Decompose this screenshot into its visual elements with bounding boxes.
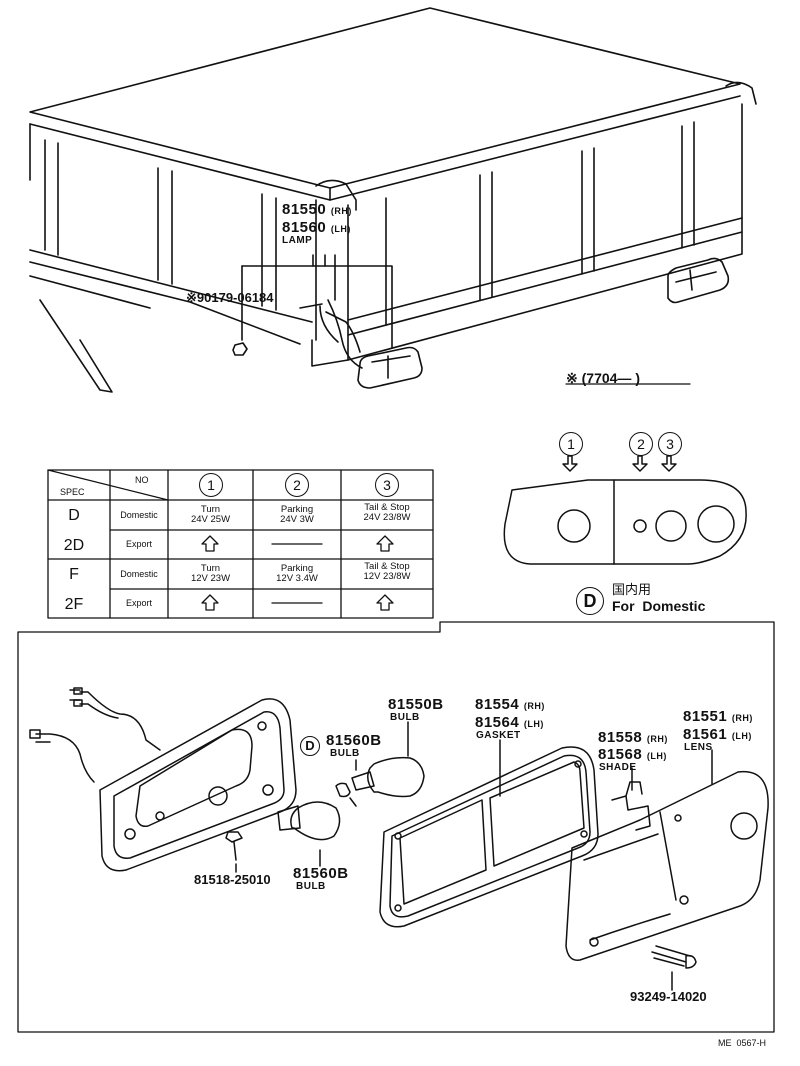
col-number-3: 3: [375, 473, 399, 497]
f-tail-stop-value: 12V 23/8W: [363, 570, 411, 582]
lamp-rh-side: (RH): [330, 206, 352, 216]
col-number-1: 1: [199, 473, 223, 497]
bulb-domestic-mark: D: [300, 736, 320, 756]
f-parking: Parking 12V 3.4W: [253, 564, 341, 584]
market-export-2f: Export: [125, 598, 152, 608]
screw-part-number: 93249-14020: [630, 989, 707, 1004]
f-turn-label: Turn: [200, 563, 221, 574]
bulb-bottom-part-number: 81560B: [293, 865, 349, 882]
exploded-view-frame: [17, 621, 775, 1033]
f-turn-value: 12V 23W: [190, 572, 231, 584]
shade-lh-side: (LH): [646, 751, 667, 761]
f-tail-stop: Tail & Stop 12V 23/8W: [341, 562, 433, 582]
d-turn: Turn 24V 25W: [168, 505, 253, 525]
gasket-lh-part-number: 81564 (LH): [475, 715, 544, 730]
bulb-top-part-number: 81550B: [388, 696, 444, 713]
lens-lh-number: 81561: [683, 726, 728, 743]
spec-f: F: [69, 566, 79, 583]
shade-lh-part-number: 81568 (LH): [598, 747, 667, 762]
d-tail-stop-label: Tail & Stop: [364, 502, 410, 513]
serial-number-note: ※ (7704— ): [566, 370, 640, 386]
shade-rh-number: 81558: [598, 729, 643, 746]
bulb-domestic-part-number: 81560B: [326, 732, 382, 749]
clip-part-number: 81518-25010: [194, 872, 271, 887]
gasket-name: GASKET: [476, 730, 521, 741]
spec-2d: 2D: [63, 537, 85, 554]
lens-lh-part-number: 81561 (LH): [683, 727, 752, 742]
lamp-name: LAMP: [282, 235, 313, 246]
market-export-2d: Export: [125, 539, 152, 549]
lamp-rh-part-number: 81550 (RH): [282, 202, 352, 217]
lamp-rh-number: 81550: [282, 201, 327, 218]
lens-front-view: [503, 455, 747, 565]
d-turn-value: 24V 25W: [190, 513, 231, 525]
lamp-lh-side: (LH): [330, 224, 351, 234]
market-domestic-d: Domestic: [120, 510, 158, 520]
same-as-above-arrow-icons: [201, 535, 394, 611]
market-domestic-f: Domestic: [120, 569, 158, 579]
f-parking-label: Parking: [280, 563, 314, 574]
f-turn: Turn 12V 23W: [168, 564, 253, 584]
footer-code: ME 0567-H: [718, 1038, 767, 1048]
table-header-spec: SPEC: [60, 487, 85, 497]
d-parking-label: Parking: [280, 504, 314, 515]
domestic-japanese-label: 国内用: [612, 582, 652, 597]
lens-marker-3: 3: [658, 432, 682, 456]
truck-bed-illustration: [29, 7, 757, 393]
lens-marker-2: 2: [629, 432, 653, 456]
gasket-rh-part-number: 81554 (RH): [475, 697, 545, 712]
d-tail-stop: Tail & Stop 24V 23/8W: [341, 503, 433, 523]
d-tail-stop-value: 24V 23/8W: [363, 511, 411, 523]
lamp-lh-number: 81560: [282, 219, 327, 236]
shade-rh-side: (RH): [646, 734, 668, 744]
lens-lh-side: (LH): [731, 731, 752, 741]
f-tail-stop-label: Tail & Stop: [364, 561, 410, 572]
f-parking-value: 12V 3.4W: [276, 572, 318, 584]
nut-part-number: ※90179-06184: [186, 290, 274, 305]
d-parking: Parking 24V 3W: [253, 505, 341, 525]
lens-rh-part-number: 81551 (RH): [683, 709, 753, 724]
col-number-2: 2: [285, 473, 309, 497]
lens-marker-1: 1: [559, 432, 583, 456]
gasket-lh-side: (LH): [523, 719, 544, 729]
d-turn-label: Turn: [200, 504, 221, 515]
bulb-spec-table: [47, 469, 434, 619]
domestic-english-label: For Domestic: [612, 598, 706, 614]
shade-name: SHADE: [599, 762, 637, 773]
bulb-top-name: BULB: [390, 712, 420, 723]
gasket-rh-side: (RH): [523, 701, 545, 711]
shade-lh-number: 81568: [598, 746, 643, 763]
shade-rh-part-number: 81558 (RH): [598, 730, 668, 745]
lens-rh-side: (RH): [731, 713, 753, 723]
domestic-mark: D: [576, 587, 604, 615]
gasket-lh-number: 81564: [475, 714, 520, 731]
exploded-view-parts: [29, 687, 769, 991]
spec-2f: 2F: [64, 596, 84, 613]
spec-d: D: [68, 507, 80, 524]
lens-name: LENS: [684, 742, 713, 753]
lens-rh-number: 81551: [683, 708, 728, 725]
bulb-domestic-name: BULB: [330, 748, 360, 759]
bulb-bottom-name: BULB: [296, 881, 326, 892]
d-parking-value: 24V 3W: [280, 513, 314, 525]
gasket-rh-number: 81554: [475, 696, 520, 713]
table-header-no: NO: [135, 475, 149, 485]
lamp-lh-part-number: 81560 (LH): [282, 220, 351, 235]
